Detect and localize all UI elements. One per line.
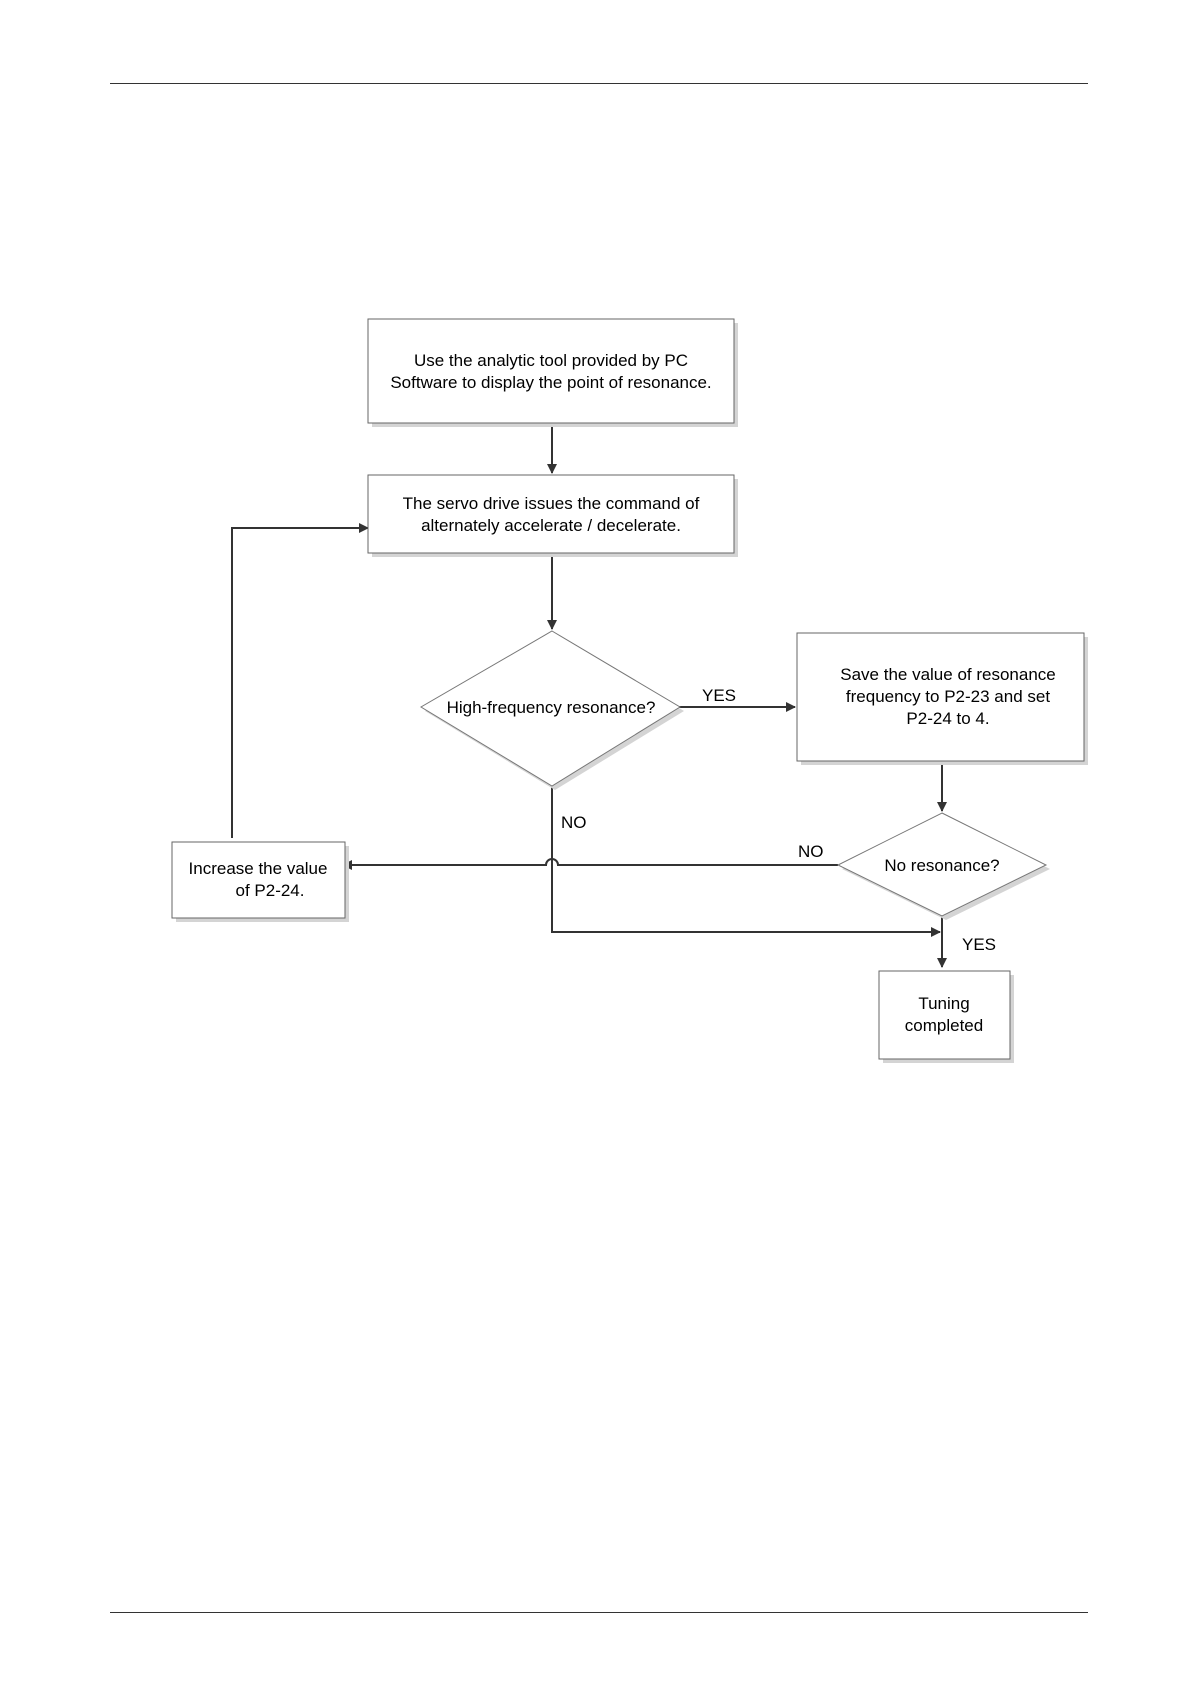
step-servo-command-line2: alternately accelerate / decelerate. bbox=[421, 516, 681, 535]
step-increase-line2: of P2-24. bbox=[236, 881, 305, 900]
label-yes-high-frequency: YES bbox=[702, 686, 736, 705]
footer-rule bbox=[110, 1612, 1088, 1613]
step-save-resonance-box: Save the value of resonance frequency to… bbox=[796, 632, 1088, 765]
step-save-resonance-line2: frequency to P2-23 and set bbox=[846, 687, 1050, 706]
step-increase-p2-24-box: Increase the value of P2-24. bbox=[171, 841, 349, 922]
step-analytic-tool-line2: Software to display the point of resonan… bbox=[390, 373, 711, 392]
header-rule bbox=[110, 83, 1088, 84]
label-no-high-frequency: NO bbox=[561, 813, 587, 832]
step-tuning-completed-box: Tuning completed bbox=[878, 970, 1014, 1063]
decision-high-frequency-resonance-text: High-frequency resonance? bbox=[447, 698, 656, 717]
label-no-resonance-no: NO bbox=[798, 842, 824, 861]
decision-no-resonance-text: No resonance? bbox=[884, 856, 999, 875]
step-servo-command-box: The servo drive issues the command of al… bbox=[367, 474, 738, 557]
decision-high-frequency-resonance: High-frequency resonance? bbox=[420, 630, 684, 790]
decision-no-resonance: No resonance? bbox=[836, 812, 1050, 920]
arrow-decision1-no-to-done bbox=[551, 786, 941, 937]
step-analytic-tool-line1: Use the analytic tool provided by PC bbox=[414, 351, 688, 370]
step-save-resonance-line3: P2-24 to 4. bbox=[906, 709, 989, 728]
step-save-resonance-line1: Save the value of resonance bbox=[840, 665, 1055, 684]
step-tuning-completed-line1: Tuning bbox=[918, 994, 969, 1013]
step-tuning-completed-line2: completed bbox=[905, 1016, 983, 1035]
step-analytic-tool-box: Use the analytic tool provided by PC Sof… bbox=[367, 318, 738, 427]
arrow-increase-back-to-step2 bbox=[231, 523, 369, 838]
arrow-decision2-no-to-increase bbox=[342, 858, 838, 870]
step-servo-command-line1: The servo drive issues the command of bbox=[403, 494, 700, 513]
label-no-resonance-yes: YES bbox=[962, 935, 996, 954]
step-increase-line1: Increase the value bbox=[189, 859, 328, 878]
